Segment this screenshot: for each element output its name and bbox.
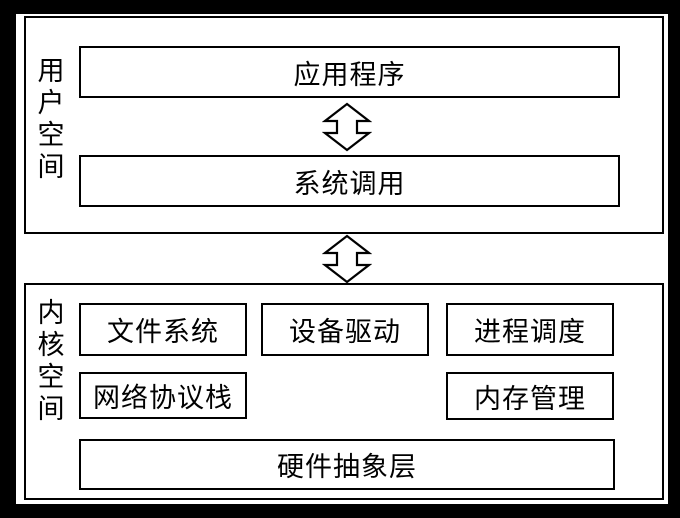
memory-management-box: 内存管理: [446, 372, 614, 420]
double-arrow-icon: [322, 102, 372, 152]
user-space-label-char: 用: [37, 56, 65, 87]
user-space-label-char: 空: [37, 120, 65, 151]
hal-box: 硬件抽象层: [79, 439, 615, 490]
kernel-space-label-char: 核: [37, 330, 65, 361]
network-stack-box: 网络协议栈: [79, 372, 247, 419]
user-space-label: 用 户 空 间: [36, 56, 66, 184]
user-space-label-char: 间: [37, 152, 65, 183]
syscall-box: 系统调用: [79, 155, 620, 207]
device-driver-box: 设备驱动: [261, 303, 429, 356]
kernel-space-label-char: 空: [37, 362, 65, 393]
double-arrow-icon: [322, 234, 372, 284]
kernel-space-label: 内 核 空 间: [36, 298, 66, 426]
process-scheduling-box: 进程调度: [446, 303, 614, 356]
file-system-box: 文件系统: [79, 303, 247, 356]
user-space-label-char: 户: [37, 88, 65, 119]
kernel-space-label-char: 间: [37, 394, 65, 425]
application-box: 应用程序: [79, 46, 620, 98]
kernel-space-label-char: 内: [37, 298, 65, 329]
